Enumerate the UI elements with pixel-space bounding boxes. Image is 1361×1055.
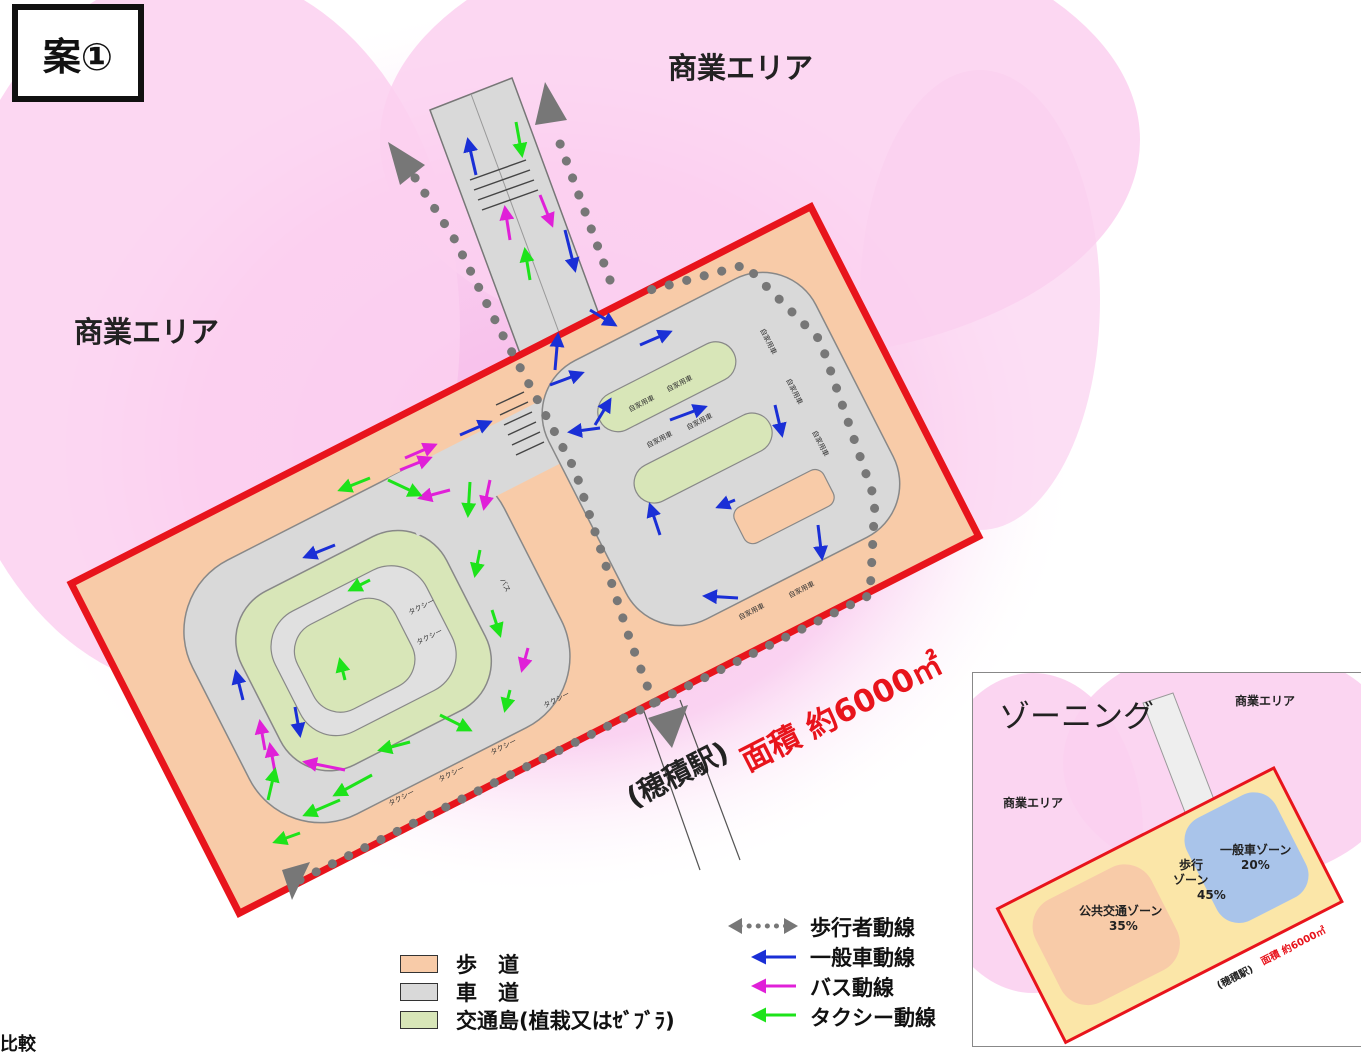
legend-car: 一般車動線 [810,942,936,972]
parking-island-1 [597,341,737,433]
legend-roadway-label: 車 道 [456,981,519,1005]
legend-taxi-label: タクシー動線 [810,1006,936,1030]
inset-commercial-left: 商業エリア [1003,795,1063,810]
legend-sidewalk: 歩 道 [400,950,675,978]
parking-island-2 [633,412,773,504]
car-arrows [231,137,829,738]
inset-zone-walk-2: ゾーン [1173,872,1208,887]
parking-island-3 [733,468,835,545]
inset-commercial-top: 商業エリア [1235,693,1295,708]
zoning-inset-diagram: 商業エリア 商業エリア 一般車ゾーン 20% 歩行 ゾーン 45% 公共交通ゾー… [973,673,1361,1045]
taxi-arrows [264,121,535,845]
inset-zone-walk-1: 歩行 [1179,857,1203,872]
legend-bus: バス動線 [810,972,936,1002]
footer-text: 比較 [0,1034,36,1055]
legend-bus-label: バス動線 [810,976,894,1000]
inset-zone-public: 公共交通ゾーン [1079,903,1162,918]
legend-surfaces: 歩 道 車 道 交通島(植栽又はｾﾞﾌﾞﾗ) [400,950,675,1034]
legend-pedestrian: 歩行者動線 [810,912,936,942]
swatch-island [400,1011,438,1029]
pedestrian-arrowheads [282,82,688,900]
inset-zone-car-pct: 20% [1241,858,1270,872]
zoning-inset: 商業エリア 商業エリア 一般車ゾーン 20% 歩行 ゾーン 45% 公共交通ゾー… [972,672,1361,1047]
inset-zone-public-pct: 35% [1109,919,1138,933]
legend-arrow-samples [728,918,798,1023]
inset-zone-walk-pct: 45% [1197,888,1226,902]
legend-car-label: 一般車動線 [810,946,915,970]
legend-island: 交通島(植栽又はｾﾞﾌﾞﾗ) [400,1006,675,1034]
left-island-core [293,597,416,713]
swatch-sidewalk [400,955,438,973]
plan-label: 案① [12,4,144,102]
commercial-area-label-top: 商業エリア [668,51,813,85]
inset-zone-car: 一般車ゾーン [1220,842,1291,857]
legend-taxi: タクシー動線 [810,1002,936,1032]
legend-roadway: 車 道 [400,978,675,1006]
inset-title: ゾーニング [999,699,1154,735]
inset-station: (穂積駅) [1214,962,1255,991]
legend-flows: 歩行者動線 一般車動線 バス動線 タクシー動線 [810,912,936,1032]
swatch-roadway [400,983,438,1001]
crosswalk [495,391,545,456]
legend-pedestrian-label: 歩行者動線 [810,916,915,940]
pedestrian-paths [295,125,880,885]
legend-island-label: 交通島(植栽又はｾﾞﾌﾞﾗ) [456,1009,675,1033]
legend-sidewalk-label: 歩 道 [456,953,519,977]
bus-arrows [254,194,555,773]
commercial-area-label-left: 商業エリア [74,315,219,349]
